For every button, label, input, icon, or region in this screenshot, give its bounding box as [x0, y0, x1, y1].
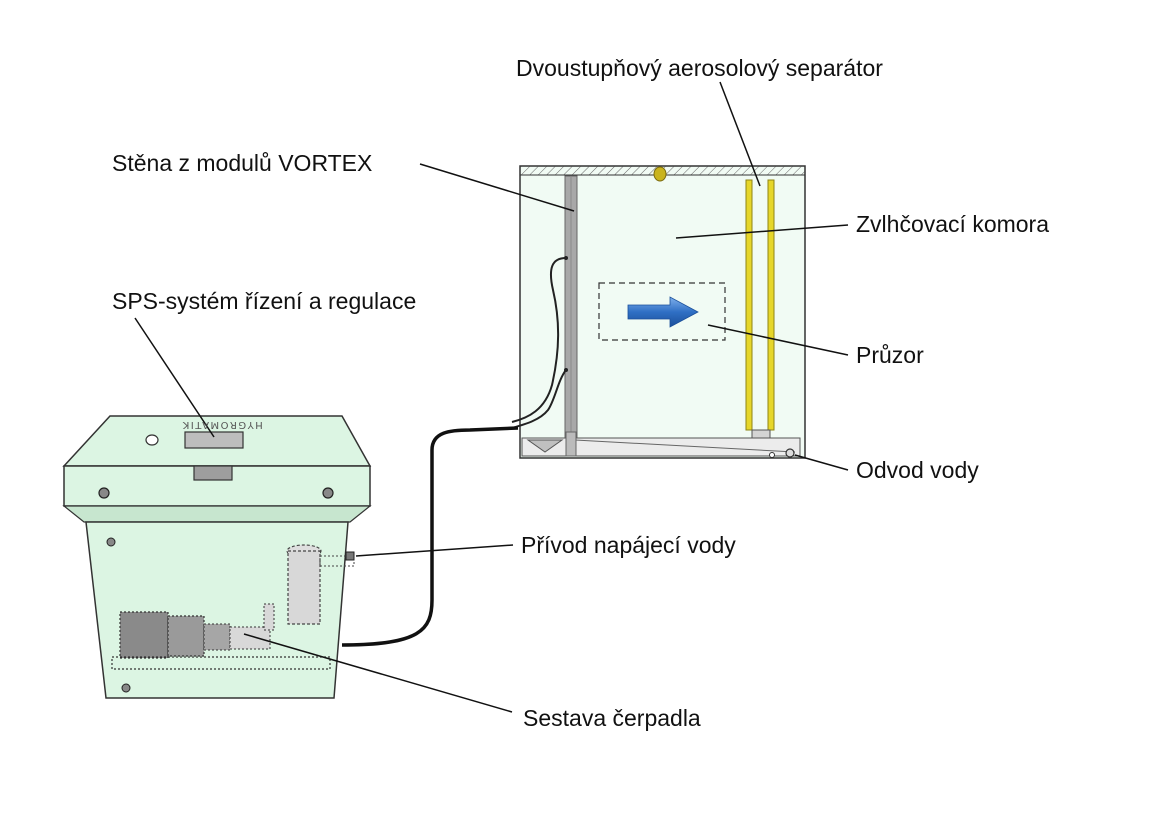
pump-motor: [119, 611, 169, 659]
feed-pipe: [319, 555, 355, 567]
cable-connector: [564, 368, 568, 372]
pump-head: [229, 626, 271, 650]
lid-latch: [193, 465, 233, 481]
wall-foot: [565, 431, 577, 457]
label-drain: Odvod vody: [856, 457, 979, 483]
feed-connector: [345, 551, 355, 561]
pump-housing: [167, 615, 205, 657]
leader-sps: [134, 317, 215, 438]
label-window: Průzor: [856, 342, 924, 368]
floor-funnel: [526, 439, 564, 453]
screw-icon: [106, 537, 116, 547]
pump-base-rail: [111, 656, 331, 670]
humidification-chamber: [511, 165, 806, 459]
label-chamber: Zvlhčovací komora: [856, 211, 1050, 237]
screw-icon: [121, 683, 131, 693]
drain-outlet-icon: [785, 448, 795, 458]
chamber-floor: [521, 437, 801, 457]
viewing-window: [598, 282, 726, 341]
hygromatik-unit: [62, 415, 372, 699]
separator-post-2: [767, 179, 775, 431]
label-pump: Sestava čerpadla: [523, 705, 701, 731]
chamber-top-nozzle: [653, 166, 667, 182]
unit-lid-rim: [62, 505, 372, 523]
label-separator: Dvoustupňový aerosolový separátor: [516, 55, 883, 81]
vortex-cable-2: [511, 369, 567, 429]
sps-display-panel: [184, 431, 244, 449]
separator-base: [751, 429, 771, 439]
leader-drain: [794, 454, 849, 471]
feed-cylinder: [287, 550, 321, 625]
pump-riser: [263, 603, 275, 631]
label-vortex-wall: Stěna z modulů VORTEX: [112, 150, 373, 176]
airflow-arrow-icon: [627, 296, 699, 328]
pump-coupling: [203, 623, 231, 651]
leader-window: [707, 324, 849, 356]
cable-connector: [564, 256, 568, 260]
label-sps: SPS-systém řízení a regulace: [112, 288, 417, 314]
leader-feed-water: [355, 544, 514, 557]
leader-separator: [719, 81, 761, 187]
drain-plug: [769, 452, 775, 458]
lid-knob: [145, 434, 159, 446]
connecting-hose: [341, 426, 519, 647]
screw-icon: [322, 487, 334, 499]
vortex-cable-1: [511, 257, 567, 423]
screw-icon: [98, 487, 110, 499]
label-feed-water: Přívod napájecí vody: [521, 532, 736, 558]
unit-brand-text: HYGROMATIK: [181, 419, 263, 430]
floor-slope: [574, 439, 796, 453]
separator-post-1: [745, 179, 753, 431]
leader-pump: [243, 633, 513, 713]
leader-chamber: [675, 224, 849, 239]
leader-vortex-wall: [419, 163, 575, 212]
